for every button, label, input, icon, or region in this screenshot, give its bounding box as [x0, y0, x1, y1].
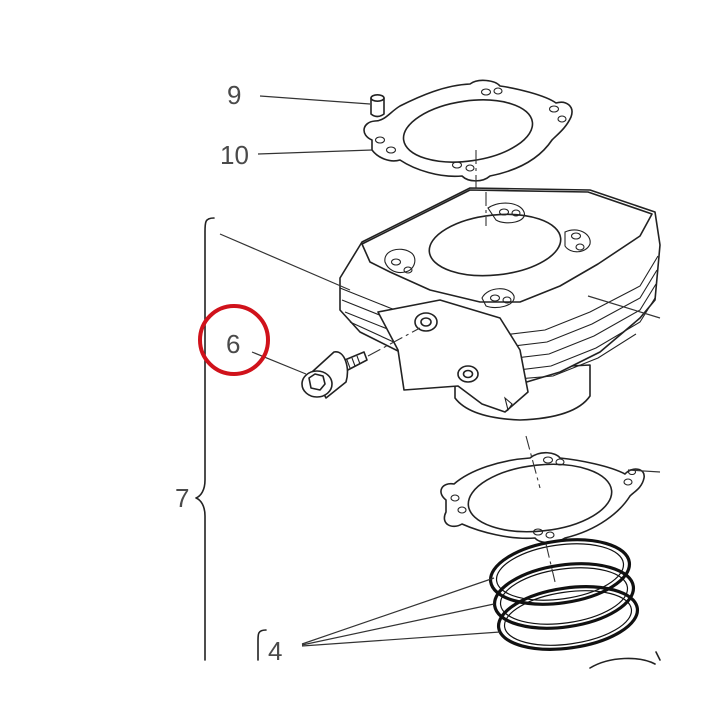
leader-6: [251, 351, 307, 375]
head-gasket-part[interactable]: [363, 79, 573, 210]
piston-rings-part[interactable]: [486, 532, 661, 669]
piston-rings-bracket: [257, 629, 267, 661]
callout-9[interactable]: 9: [227, 80, 241, 110]
highlight-ring: [198, 304, 270, 376]
leader-7-gasket: [627, 469, 661, 473]
callout-7[interactable]: 7: [175, 483, 189, 513]
callout-6[interactable]: 6: [226, 329, 240, 359]
leader-10: [257, 149, 373, 155]
leader-lines: [219, 95, 661, 647]
leader-7-top: [219, 233, 351, 291]
callout-4[interactable]: 4: [268, 636, 282, 666]
leader-4-c: [301, 631, 501, 647]
cylinder-assembly-bracket: [195, 217, 215, 661]
callout-10[interactable]: 10: [220, 140, 249, 170]
leader-7-right: [587, 295, 661, 319]
leader-9: [259, 95, 371, 105]
leader-4-a: [301, 577, 495, 645]
cylinder-part[interactable]: [339, 187, 661, 421]
leader-4-b: [301, 603, 495, 646]
base-gasket-part[interactable]: [440, 435, 645, 544]
stud-nut-part[interactable]: [301, 327, 421, 399]
